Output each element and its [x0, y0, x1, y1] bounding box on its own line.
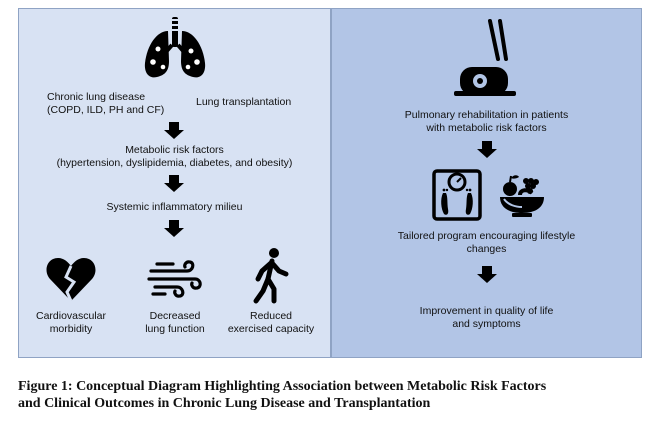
metabolic-risk-factors-detail: (hypertension, dyslipidemia, diabetes, a…	[56, 157, 293, 169]
lung-transplantation-label: Lung transplantation	[196, 96, 292, 108]
outcome-cardiovascular-line2: morbidity	[49, 323, 93, 335]
improvement-label-line2: and symptoms	[452, 318, 521, 330]
figure-caption: Figure 1: Conceptual Diagram Highlightin…	[18, 378, 648, 412]
rehab-label-line2: with metabolic risk factors	[426, 122, 547, 134]
systemic-inflammatory-label: Systemic inflammatory milieu	[106, 201, 243, 213]
outcome-lung-function-line2: lung function	[145, 323, 205, 335]
lungs-icon	[144, 17, 206, 78]
fruit-bowl-icon	[500, 175, 544, 217]
tailored-label-line1: Tailored program encouraging lifestyle	[397, 230, 576, 242]
outcome-lung-function-line1: Decreased	[149, 310, 201, 322]
walking-person-icon	[253, 248, 289, 304]
elliptical-machine-icon	[454, 19, 516, 96]
outcome-exercise-line2: exercised capacity	[227, 323, 315, 335]
tailored-label-line2: changes	[466, 243, 507, 255]
chronic-lung-disease-detail: (COPD, ILD, PH and CF)	[47, 104, 165, 116]
scale-icon	[432, 169, 482, 221]
broken-heart-icon	[46, 258, 96, 302]
rehab-label-line1: Pulmonary rehabilitation in patients	[404, 109, 569, 121]
figure-caption-line1: Figure 1: Conceptual Diagram Highlightin…	[18, 379, 547, 394]
outcome-exercise-line1: Reduced	[249, 310, 293, 322]
improvement-label-line1: Improvement in quality of life	[419, 305, 554, 317]
chronic-lung-disease-label: Chronic lung disease	[47, 91, 146, 103]
left-panel: Chronic lung disease (COPD, ILD, PH and …	[18, 8, 331, 358]
figure-caption-line2: and Clinical Outcomes in Chronic Lung Di…	[18, 396, 431, 411]
right-panel: Pulmonary rehabilitation in patients wit…	[331, 8, 642, 358]
wind-icon	[147, 260, 202, 298]
outcome-cardiovascular-line1: Cardiovascular	[35, 310, 107, 322]
metabolic-risk-factors-label: Metabolic risk factors	[125, 144, 224, 156]
